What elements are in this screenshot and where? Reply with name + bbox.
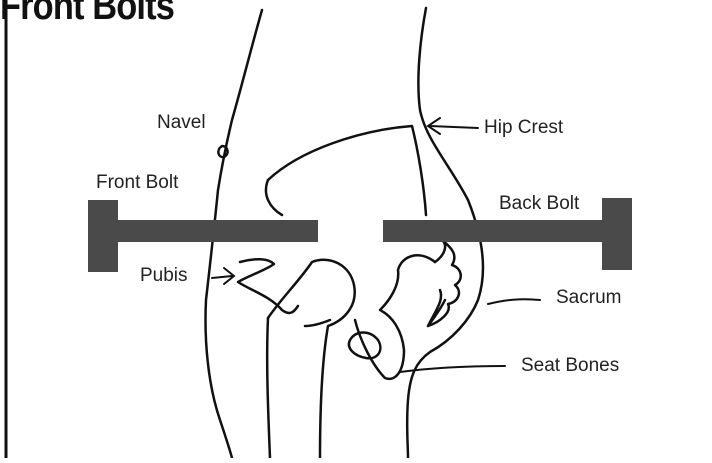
front-bolt-shaft — [116, 220, 318, 242]
femur-inner — [267, 318, 270, 458]
pubis-arrow — [212, 268, 234, 284]
femur-neck — [305, 320, 330, 326]
diagram-title: Front Bolts — [0, 0, 174, 29]
label-navel: Navel — [157, 112, 206, 134]
iliac-wing — [268, 126, 426, 215]
back-bolt-shaft — [383, 220, 605, 242]
sacrum-bone — [428, 240, 461, 326]
femur — [268, 260, 355, 458]
front-bolt-head — [88, 200, 118, 272]
pubis-bone — [238, 259, 298, 313]
label-sacrum: Sacrum — [556, 287, 621, 309]
label-front-bolt: Front Bolt — [96, 172, 178, 194]
sacrum-leader — [488, 299, 540, 304]
hip-crest-arrow-line — [430, 126, 478, 128]
label-hip-crest: Hip Crest — [484, 117, 563, 139]
ischium — [355, 255, 435, 379]
label-pubis: Pubis — [140, 265, 188, 287]
label-back-bolt: Back Bolt — [499, 193, 579, 215]
iliac-front-edge — [266, 180, 282, 215]
back-bolt-head — [602, 198, 632, 270]
label-seat-bones: Seat Bones — [521, 355, 619, 377]
